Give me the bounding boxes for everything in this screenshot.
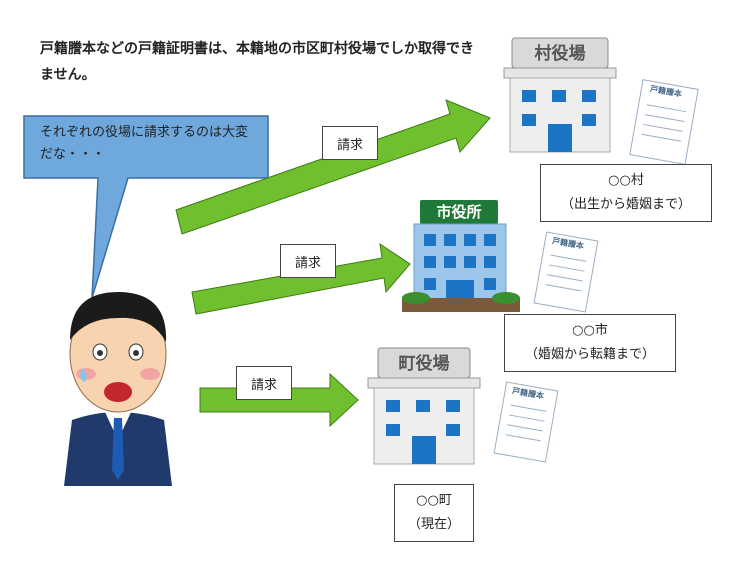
destination-town: ○○町 （現在） [394, 484, 474, 542]
family-register-document-2 [533, 231, 599, 313]
family-register-document-1 [629, 79, 699, 165]
request-label-town: 請求 [236, 366, 292, 400]
destination-village-period: （出生から婚姻まで） [560, 197, 691, 212]
request-label-city: 請求 [280, 244, 336, 278]
arrow-to-city [191, 242, 411, 315]
page-title: 戸籍謄本などの戸籍証明書は、本籍地の市区町村役場でしか取得できません。 [40, 41, 474, 83]
town-office-sign: 町役場 [398, 354, 450, 374]
destination-village-name: ○○村 [608, 173, 644, 188]
destination-city-period: （婚姻から転籍まで） [524, 347, 655, 362]
arrow-to-village [175, 99, 491, 235]
village-office-sign: 村役場 [534, 44, 586, 64]
speech-bubble-text: それぞれの役場に請求するのは大変だな・・・ [40, 125, 249, 162]
city-office-building [402, 200, 520, 312]
village-office-building [503, 37, 617, 153]
destination-city: ○○市 （婚姻から転籍まで） [504, 314, 676, 372]
destination-city-name: ○○市 [572, 323, 608, 338]
city-office-sign: 市役所 [436, 203, 482, 221]
request-label-village: 請求 [322, 126, 378, 160]
destination-town-period: （現在） [407, 517, 460, 532]
arrow-to-town [199, 372, 359, 428]
family-register-document-3 [493, 381, 559, 463]
speech-bubble [23, 115, 269, 299]
destination-town-name: ○○町 [416, 493, 452, 508]
worried-man-illustration [64, 292, 172, 486]
town-office-building [367, 347, 481, 465]
destination-village: ○○村 （出生から婚姻まで） [540, 164, 712, 222]
